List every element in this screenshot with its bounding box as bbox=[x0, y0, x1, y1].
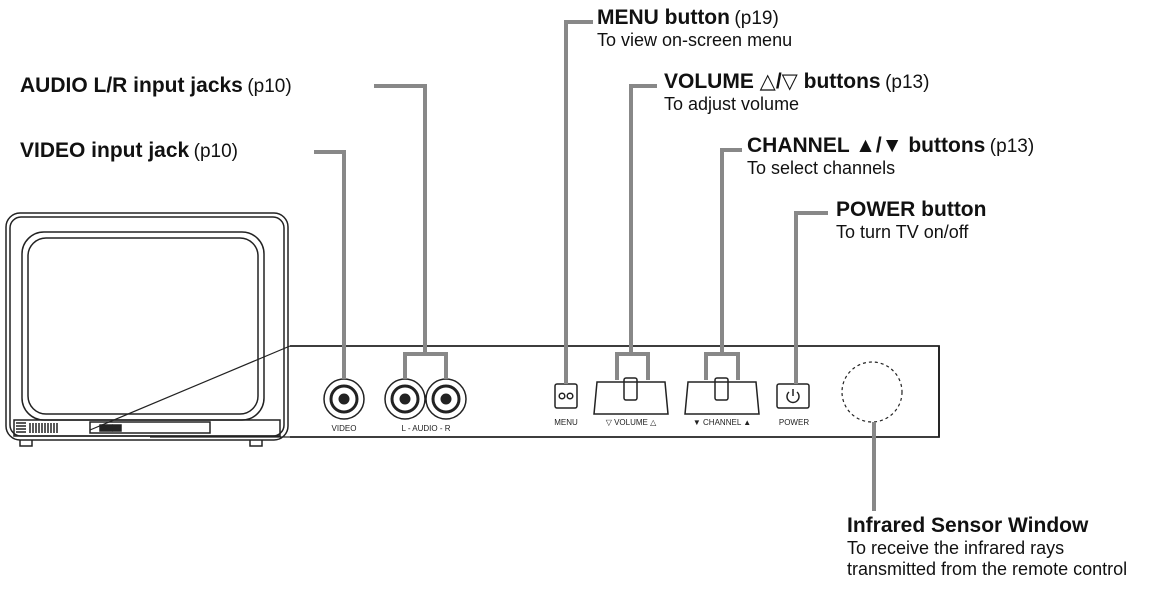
label-menu: MENU button (p19) To view on-screen menu bbox=[597, 6, 792, 51]
leader-volume bbox=[629, 84, 657, 354]
label-channel-desc: To select channels bbox=[747, 158, 896, 179]
label-video-title: VIDEO input jack bbox=[20, 139, 190, 162]
label-infrared-title: Infrared Sensor Window bbox=[847, 514, 1089, 537]
label-volume-desc: To adjust volume bbox=[664, 94, 800, 115]
panel-label-menu: MENU bbox=[554, 418, 578, 427]
leader-video bbox=[314, 150, 346, 379]
label-infrared: Infrared Sensor Window To receive the in… bbox=[847, 514, 1157, 580]
label-volume-page: (p13) bbox=[885, 72, 930, 93]
volume-rocker[interactable] bbox=[593, 377, 669, 415]
label-audio: AUDIO L/R input jacks (p10) bbox=[20, 74, 292, 98]
label-infrared-desc: To receive the infrared rays transmitted… bbox=[847, 538, 1128, 579]
power-button[interactable] bbox=[776, 383, 810, 409]
label-menu-desc: To view on-screen menu bbox=[597, 30, 793, 51]
tv-bottom-strip bbox=[13, 419, 281, 437]
leader-lines bbox=[314, 20, 876, 511]
label-volume: VOLUME △/▽ buttons (p13) To adjust volum… bbox=[664, 70, 929, 115]
panel-label-volume: ▽ VOLUME △ bbox=[606, 418, 657, 427]
tv-cabinet bbox=[5, 212, 289, 441]
audio-left-jack bbox=[384, 378, 426, 420]
label-video: VIDEO input jack (p10) bbox=[20, 139, 238, 163]
label-channel-page: (p13) bbox=[989, 136, 1035, 157]
label-power-desc: To turn TV on/off bbox=[836, 222, 969, 243]
label-volume-title: VOLUME △/▽ buttons bbox=[664, 70, 881, 93]
tv-set bbox=[5, 212, 289, 447]
panel-label-channel: ▼ CHANNEL ▲ bbox=[693, 418, 751, 427]
label-audio-title: AUDIO L/R input jacks bbox=[20, 74, 243, 97]
label-menu-page: (p19) bbox=[734, 8, 779, 29]
audio-right-jack bbox=[425, 378, 467, 420]
label-video-page: (p10) bbox=[193, 141, 239, 162]
leader-menu bbox=[564, 20, 593, 384]
panel-label-power: POWER bbox=[779, 418, 809, 427]
leader-audio bbox=[374, 84, 427, 354]
channel-rocker[interactable] bbox=[684, 377, 760, 415]
infrared-sensor-window bbox=[841, 361, 903, 423]
label-channel: CHANNEL ▲/▼ buttons (p13) To select chan… bbox=[747, 134, 1034, 179]
leader-power bbox=[794, 211, 828, 384]
menu-button[interactable] bbox=[554, 383, 578, 409]
tv-screen bbox=[27, 237, 259, 415]
panel-label-video: VIDEO bbox=[332, 424, 357, 433]
label-channel-title: CHANNEL ▲/▼ buttons bbox=[747, 134, 986, 157]
front-panel bbox=[89, 345, 940, 438]
label-power: POWER button To turn TV on/off bbox=[836, 198, 986, 243]
leader-channel bbox=[720, 148, 742, 354]
label-power-title: POWER button bbox=[836, 198, 987, 221]
panel-label-audio: L - AUDIO - R bbox=[401, 424, 450, 433]
label-audio-page: (p10) bbox=[247, 76, 292, 97]
label-menu-title: MENU button bbox=[597, 6, 730, 29]
video-jack bbox=[323, 378, 365, 420]
